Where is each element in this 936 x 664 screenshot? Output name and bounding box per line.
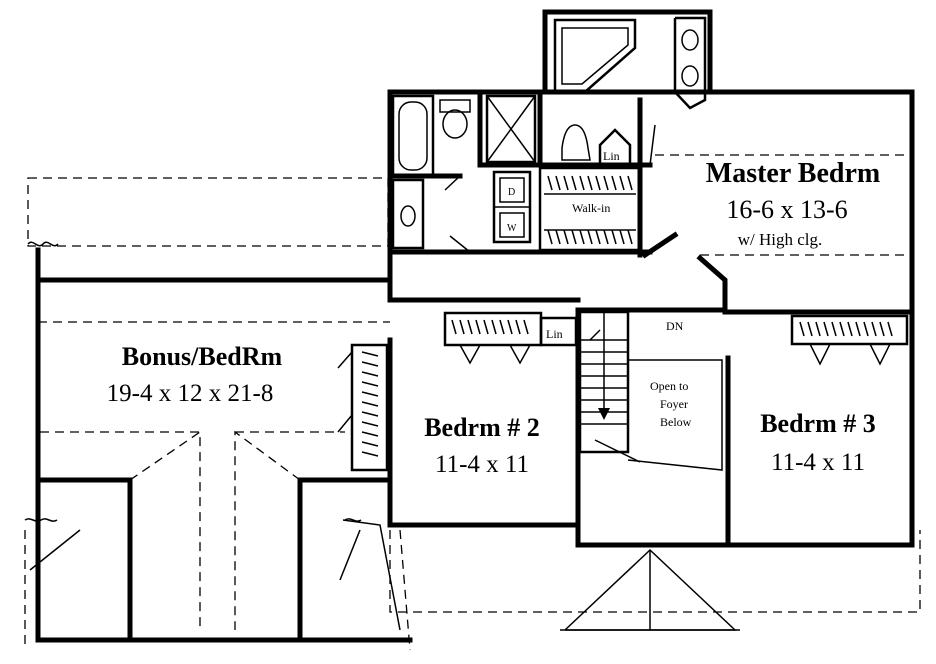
bedroom2-closet: Lin	[443, 311, 578, 365]
laundry: D W	[492, 170, 532, 244]
porch-gable	[342, 519, 740, 631]
dryer-label: D	[508, 187, 515, 198]
bedroom2-size: 11-4 x 11	[435, 451, 529, 478]
bedroom2-name: Bedrm # 2	[424, 413, 540, 442]
master-bath: Lin	[387, 16, 707, 258]
toilet-bowl	[442, 109, 468, 139]
bedroom3-size: 11-4 x 11	[771, 449, 865, 476]
exterior-walls	[35, 9, 915, 643]
vanity-sink	[400, 205, 416, 227]
stair-down-label: DN	[666, 319, 684, 333]
open-foyer-label-2: Foyer	[660, 397, 688, 411]
bonus-room-size: 19-4 x 12 x 21-8	[107, 380, 274, 407]
bathtub-basin	[398, 101, 428, 171]
misc-marks	[24, 241, 362, 581]
room-labels: Master Bedrm 16-6 x 13-6 w/ High clg. Bo…	[107, 158, 881, 478]
dashed-lines	[24, 154, 921, 651]
open-foyer-label-3: Below	[660, 415, 692, 429]
hall-linen-label: Lin	[546, 327, 563, 341]
sink-2	[681, 65, 699, 87]
bath-linen-label: Lin	[603, 149, 620, 163]
bedroom3-name: Bedrm # 3	[760, 409, 876, 438]
walk-in-label: Walk-in	[572, 201, 610, 215]
washer-label: W	[507, 223, 517, 234]
corner-tub	[553, 18, 637, 94]
toilet-2	[561, 124, 591, 161]
sink-1	[681, 29, 699, 51]
master-bedroom-note: w/ High clg.	[738, 230, 823, 249]
walk-in-closet: Walk-in	[538, 166, 642, 252]
bonus-room-name: Bonus/BedRm	[122, 342, 283, 371]
open-foyer-label-1: Open to	[650, 379, 688, 393]
bedroom3-closet	[790, 314, 909, 366]
staircase: DN Open to Foyer Below	[578, 310, 723, 471]
stair-arrow-icon	[598, 408, 610, 420]
bonus-closet	[337, 343, 389, 472]
master-bedroom-name: Master Bedrm	[706, 158, 880, 189]
toilet-tank	[439, 99, 471, 113]
shower	[485, 94, 537, 164]
master-bedroom-size: 16-6 x 13-6	[726, 195, 847, 224]
